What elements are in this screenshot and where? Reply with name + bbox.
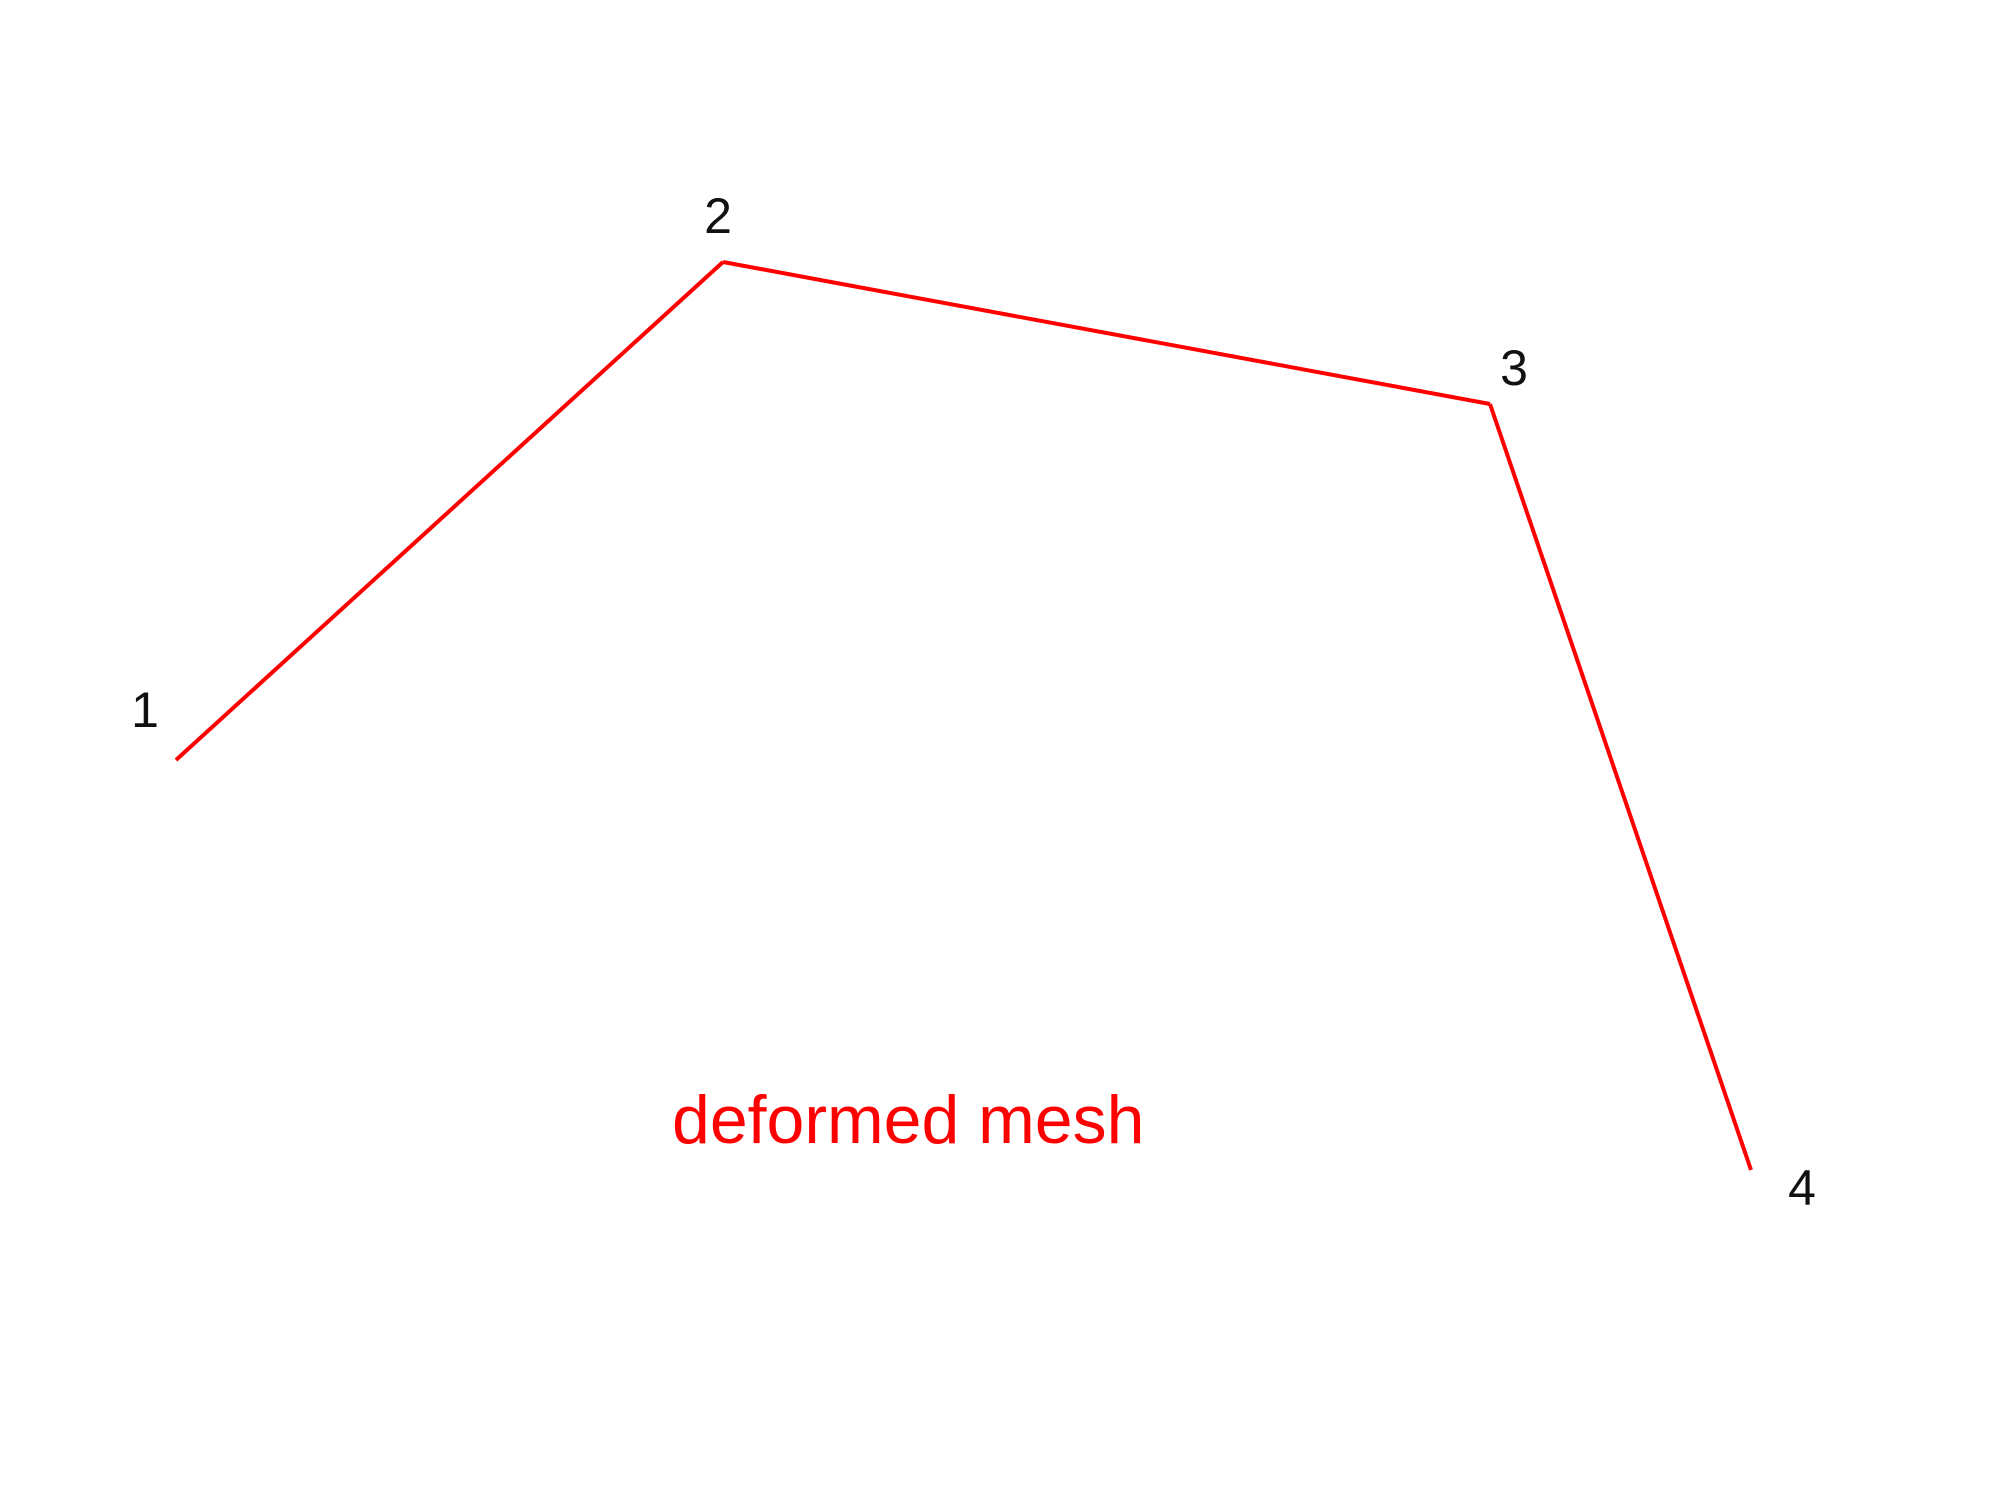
mesh-edges [174,260,1753,1171]
node-label-2: 2 [704,188,732,244]
mesh-caption: deformed mesh [672,1082,1144,1158]
node-label-4: 4 [1788,1160,1816,1216]
node-label-3: 3 [1500,340,1528,396]
mesh-segment-3-4 [1488,403,1753,1171]
mesh-segment-2-3 [722,260,1491,406]
node-label-1: 1 [131,682,159,738]
mesh-segment-1-2 [174,260,725,762]
node-labels: 1 2 3 4 [131,188,1816,1216]
